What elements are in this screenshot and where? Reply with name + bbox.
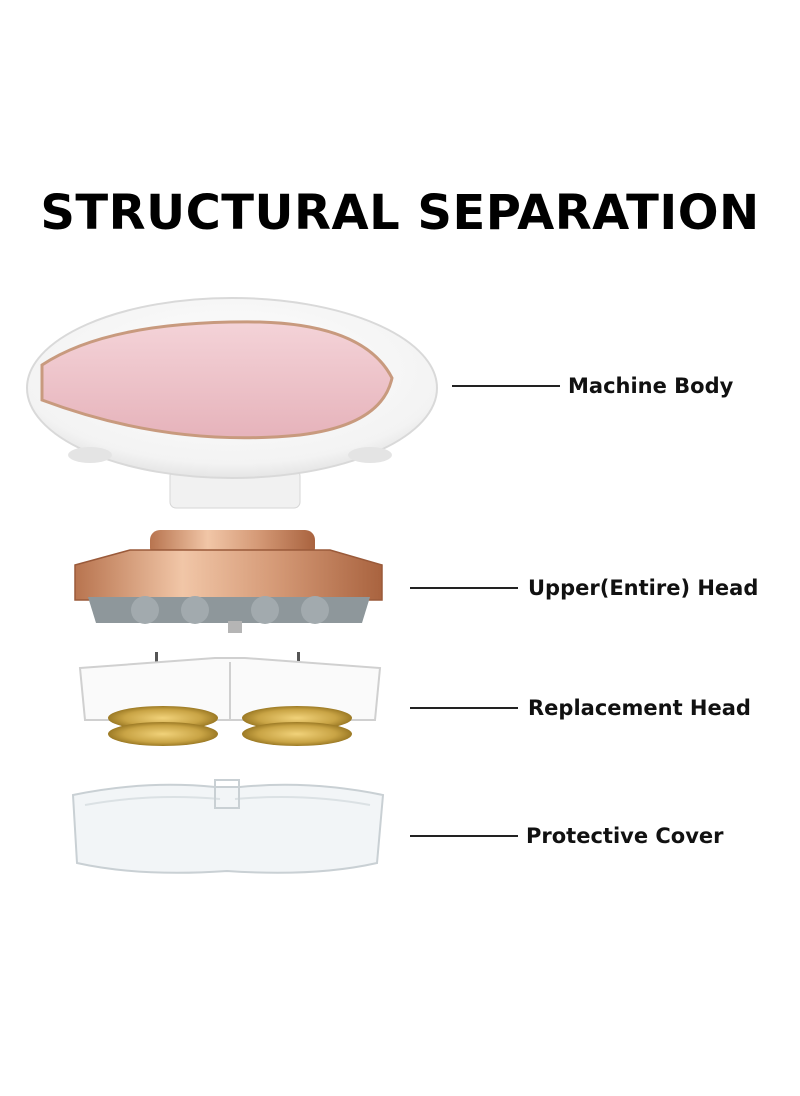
leader-line	[410, 587, 518, 589]
part-label-protective-cover: Protective Cover	[526, 824, 724, 848]
leader-line	[410, 835, 518, 837]
leader-line	[452, 385, 560, 387]
protective-cover-image	[71, 779, 385, 874]
upper-head-image	[74, 530, 383, 633]
leader-line	[410, 707, 518, 709]
machine-body-image	[26, 297, 438, 509]
part-label-upper-head: Upper(Entire) Head	[528, 576, 759, 600]
part-label-replacement-head: Replacement Head	[528, 696, 751, 720]
replacement-head-image	[78, 652, 382, 746]
page-title: STRUCTURAL SEPARATION	[40, 185, 760, 241]
part-label-machine-body: Machine Body	[568, 374, 734, 398]
